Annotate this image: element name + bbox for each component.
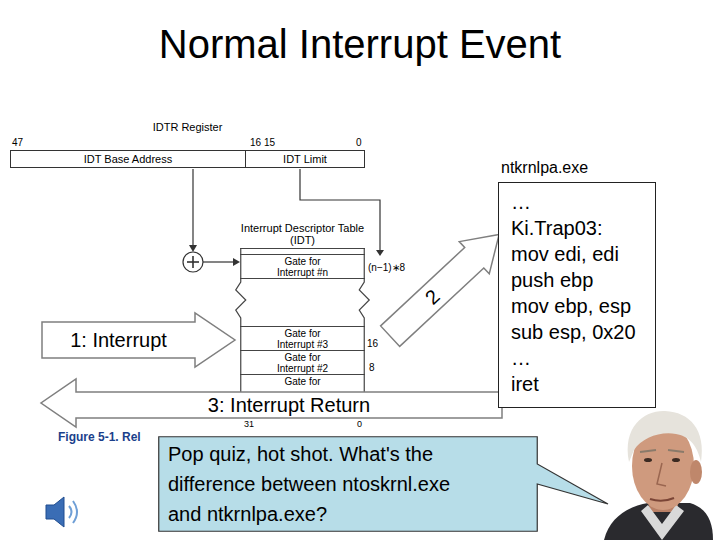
gate-entry: Gate for Interrupt #n [240,254,365,279]
node-text: IDT Limit [246,151,364,167]
node-text: IDT Base Address [11,151,245,167]
wire-arrowhead [376,250,384,256]
wire-arrowhead [233,258,240,266]
node-body: Gate for Interrupt #n [240,255,365,278]
node-body: Gate for Interrupt #3 [240,327,365,350]
arrow-outline [42,313,235,367]
block-arrow: 1: Interrupt [42,312,236,368]
node-heading: ntkrnlpa.exe [499,159,655,177]
wire-arrowhead [189,245,197,252]
node-body: IDT Limit [246,151,364,167]
code-line: iret [511,371,643,397]
code-line: mov ebp, esp [511,293,643,319]
node-body: IDT Base Address [11,151,245,167]
node-heading: Interrupt Descriptor Table (IDT) [240,222,365,246]
portrait-ear [690,460,702,484]
bit-offset-label: 31 [244,419,254,430]
node-body: 3: Interrupt Return [76,392,502,418]
figure-caption: Figure 5-1. Rel [58,430,141,444]
bit-offset-label: 8 [369,362,375,374]
code-line: sub esp, 0x20 [511,319,643,345]
node-text: Gate for Interrupt #3 [268,328,338,350]
node-body: Pop quiz, hot shot. What's the differenc… [158,436,538,532]
node-body: 1: Interrupt [42,322,195,358]
code-line: push ebp [511,267,643,293]
node-text: Gate for Interrupt #n [268,256,338,278]
table-edge [240,248,365,249]
arrow-outline [41,379,502,427]
code-line: … [511,189,643,215]
plus-sign [192,256,194,268]
code-line: … [511,345,643,371]
portrait-collar [641,505,684,540]
portrait-mouth [650,498,674,501]
register-field: IDT Base Address [10,150,246,168]
portrait-eye [644,458,652,462]
node-body: Gate for [240,375,365,387]
node-text: Gate for Interrupt #2 [268,352,338,374]
node-text: Pop quiz, hot shot. What's the differenc… [168,439,473,529]
portrait-hair [628,411,702,462]
gate-entry: Gate for Interrupt #3 [240,326,365,350]
node-body: Gate for Interrupt #2 [240,351,365,374]
bit-offset-label: 47 [12,137,23,149]
code-line: mov edi, edi [511,241,643,267]
node-text: Gate for [268,376,338,387]
bit-offset-label: 16 [367,338,378,350]
arrow-label: 3: Interrupt Return [208,393,370,417]
code-line: Ki.Trap03: [511,215,643,241]
speech-bubble: Pop quiz, hot shot. What's the differenc… [158,436,538,532]
table-edge [236,248,246,398]
register-box: IDTR RegisterIDT Base AddressIDT Limit [10,150,365,168]
slide-title: Normal Interrupt Event [0,20,720,68]
table-edge [359,248,369,398]
arrow-outline [375,219,514,353]
node-heading: IDTR Register [10,121,365,134]
block-arrow: 2 [375,217,516,353]
gate-entry: Gate for Interrupt #2 [240,350,365,374]
bit-offset-label: 16 15 [250,137,275,149]
speaker-icon [46,497,64,527]
adder-symbol [183,252,203,272]
bit-offset-label: 0 [357,419,362,430]
block-arrow-outline [375,217,516,353]
sound-wave [73,501,77,523]
bit-offset-label: 0 [356,137,362,149]
portrait-brow [668,450,684,452]
base-address-wire [192,169,193,247]
block-arrow: 3: Interrupt Return [40,378,502,428]
node-body: …Ki.Trap03:mov edi, edipush ebpmov ebp, … [499,183,655,403]
arrow-label: 2 [420,285,445,310]
sound-wave [69,506,72,518]
bubble-outline [159,437,608,532]
table-ground [240,248,365,398]
portrait-eye [672,458,680,462]
portrait-brow [640,450,656,452]
register-field: IDT Limit [245,150,365,168]
code-listing: ntkrnlpa.exe…Ki.Trap03:mov edi, edipush … [498,182,656,408]
index-wire [203,261,235,262]
portrait-nose [657,463,666,486]
bit-offset-label: (n−1)∗8 [368,262,405,274]
arrow-label: 1: Interrupt [70,328,167,352]
descriptor-table: Interrupt Descriptor Table (IDT)Gate for… [240,248,365,398]
